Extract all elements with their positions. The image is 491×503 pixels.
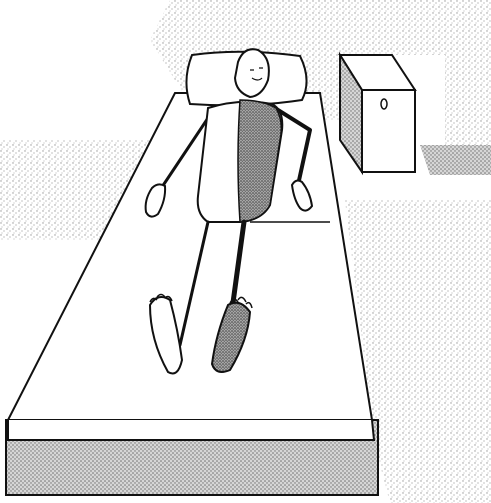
nightstand-knob <box>381 99 387 109</box>
mattress-edge <box>8 420 374 440</box>
nightstand-front <box>362 90 415 172</box>
nightstand <box>340 55 415 172</box>
head <box>235 49 269 97</box>
